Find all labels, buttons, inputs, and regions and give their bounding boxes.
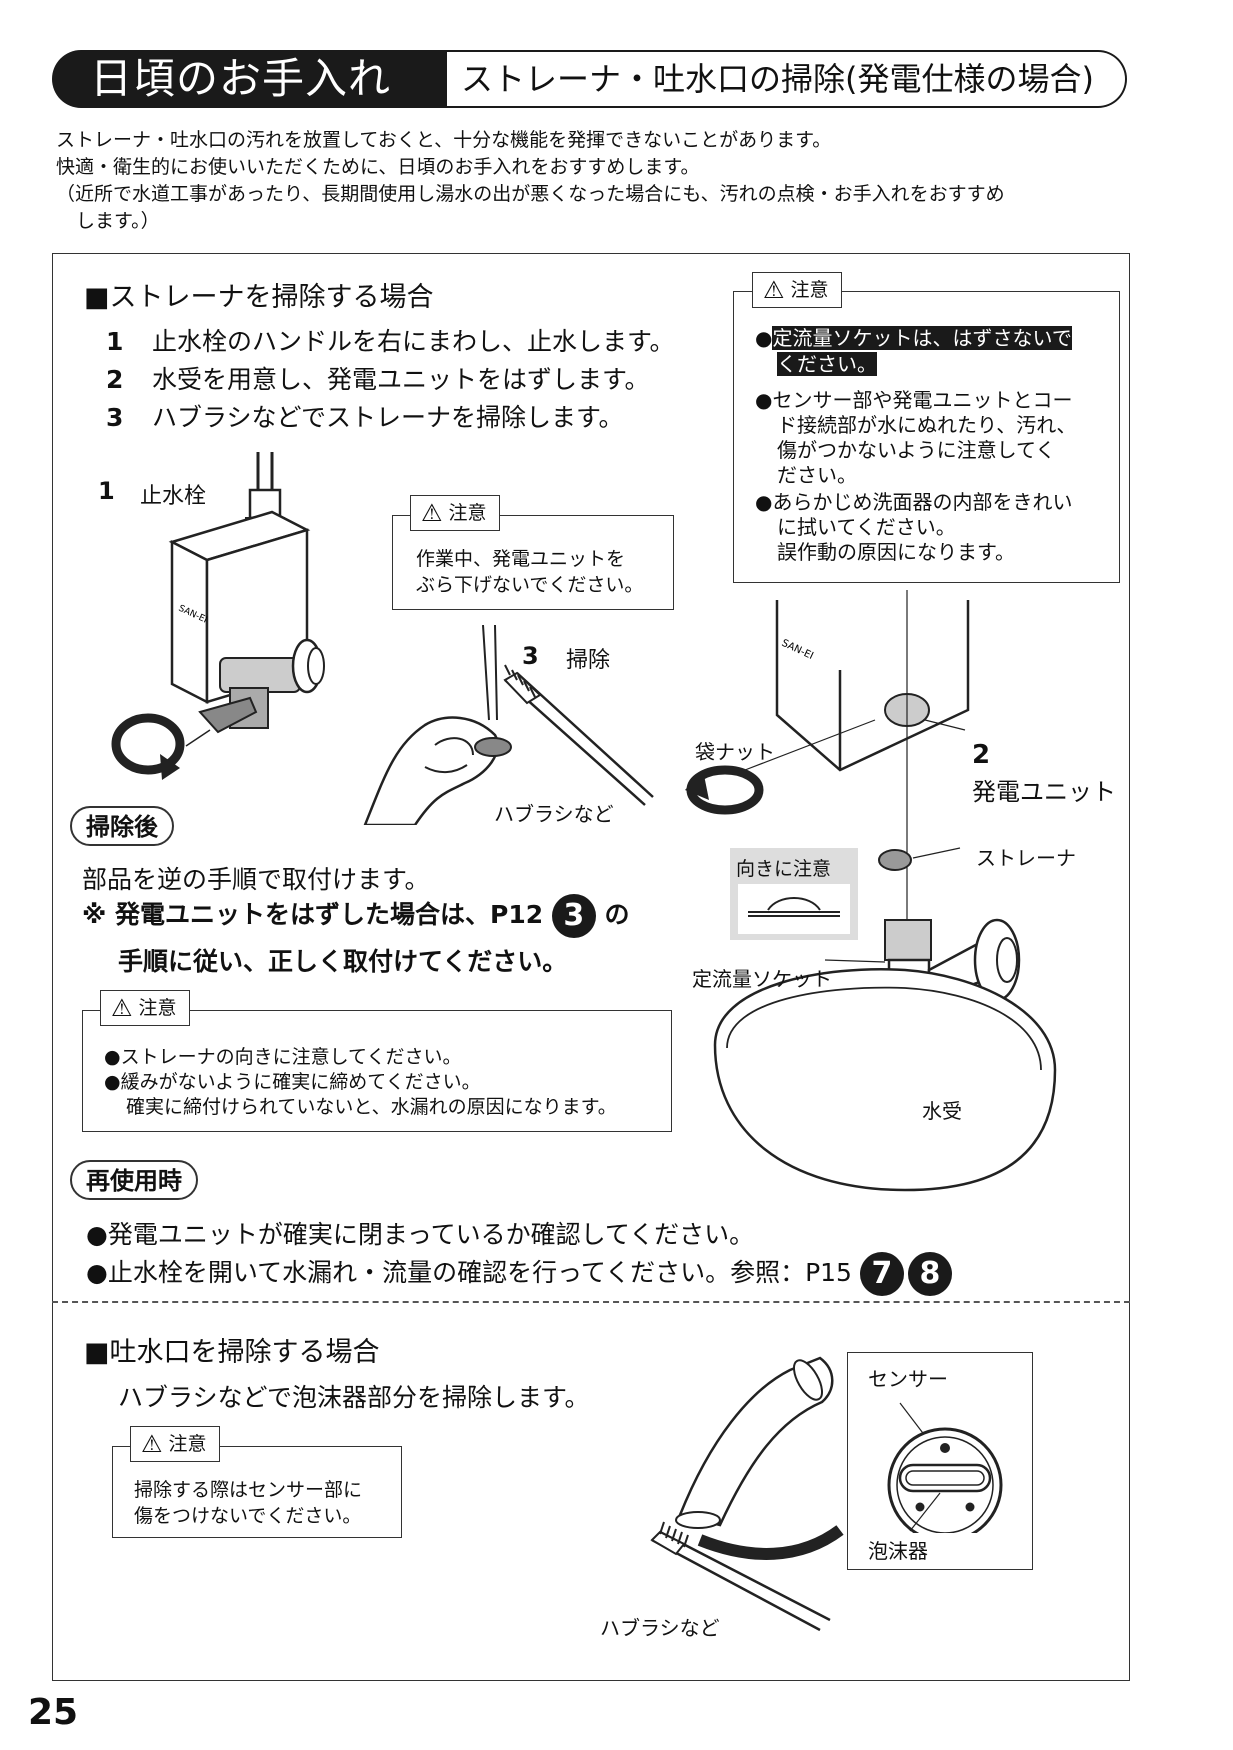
- after-line-3: 手順に従い、正しく取付けてください。: [118, 947, 568, 976]
- stop-valve-illustration: SAN-EI: [111, 452, 325, 780]
- step-text: 水受を用意し、発電ユニットをはずします。: [152, 365, 650, 394]
- caution-item-3-line-1: ●あらかじめ洗面器の内部をきれい: [755, 490, 1073, 514]
- spout-section-title: ■吐水口を掃除する場合: [84, 1337, 380, 1368]
- header-category-title: 日頃のお手入れ: [52, 50, 447, 108]
- caution-item-2-line-1: ●センサー部や発電ユニットとコー: [755, 388, 1073, 412]
- orientation-note-box: 向きに注意: [730, 848, 858, 940]
- step-text: ハブラシなどでストレーナを掃除します。: [152, 403, 624, 432]
- strainer-step-3: 3 ハブラシなどでストレーナを掃除します。: [106, 398, 624, 434]
- caution-item-1-cont: ください。: [777, 352, 877, 376]
- intro-line-1: ストレーナ・吐水口の汚れを放置しておくと、十分な機能を発揮できないことがあります…: [56, 129, 832, 151]
- spout-face-diagram: [887, 1402, 1003, 1533]
- caution-item-2-line-2: ド接続部が水にぬれたり、汚れ、: [777, 413, 1077, 437]
- header-section-title: ストレーナ・吐水口の掃除(発電仕様の場合): [445, 50, 1127, 108]
- basin-label: 水受: [922, 1099, 962, 1123]
- strainer-section-title: ■ストレーナを掃除する場合: [84, 282, 434, 313]
- generator-unit-label: 発電ユニット: [972, 778, 1116, 806]
- generator-unit-illustration: SAN-EI: [685, 590, 1057, 1192]
- caution-item-1: ●定流量ソケットは、はずさないで: [755, 326, 1072, 350]
- caution-tag: ⚠注意: [752, 272, 842, 308]
- figure3-label: 掃除: [566, 648, 611, 673]
- aerator-label: 泡沫器: [868, 1539, 928, 1563]
- caution-tag: ⚠注意: [100, 990, 190, 1026]
- after-line-1: 部品を逆の手順で取付けます。: [82, 865, 430, 894]
- nut-label: 袋ナット: [695, 740, 775, 764]
- after-cleaning-pill: 掃除後: [70, 806, 174, 846]
- content-frame: [52, 253, 1130, 1681]
- caution-after-line-2: ●緩みがないように確実に締めてください。: [104, 1071, 481, 1093]
- strainer-step-2: 2 水受を用意し、発電ユニットをはずします。: [106, 360, 650, 396]
- caution-tag: ⚠注意: [130, 1426, 220, 1462]
- after-line-2: ※ 発電ユニットをはずした場合は、P12 3 の: [82, 894, 630, 938]
- intro-line-3: （近所で水道工事があったり、長期間使用し湯水の出が悪くなった場合にも、汚れの点検…: [56, 183, 1005, 205]
- caution-after-line-1: ●ストレーナの向きに注意してください。: [104, 1046, 462, 1068]
- figure1-step-number: 1: [98, 477, 115, 505]
- spout-brush-label: ハブラシなど: [600, 1616, 720, 1640]
- warning-triangle-icon: ⚠: [111, 994, 133, 1022]
- orientation-label: 向きに注意: [736, 858, 832, 880]
- spout-detail-box: センサー 泡沫器: [847, 1352, 1033, 1570]
- intro-line-4: します。）: [76, 210, 160, 232]
- step-number: 1: [106, 327, 124, 356]
- strainer-cleaning-illustration: [363, 625, 654, 825]
- step-ref-badge: 8: [907, 1252, 952, 1296]
- caution-item-3-line-2: に拭いてください。: [777, 515, 956, 539]
- caution-item-3-line-3: 誤作動の原因になります。: [777, 540, 1015, 564]
- sensor-label: センサー: [868, 1367, 948, 1391]
- step-ref-badge: 7: [859, 1252, 904, 1296]
- warning-triangle-icon: ⚠: [763, 276, 785, 304]
- caution-spout-line-2: 傷をつけないでください。: [134, 1505, 362, 1527]
- caution-box-after: [82, 1010, 672, 1132]
- strainer-step-1: 1 止水栓のハンドルを右にまわし、止水します。: [106, 322, 675, 358]
- figure3-step-number: 3: [522, 642, 539, 670]
- figure3-brush-label: ハブラシなど: [494, 802, 614, 826]
- reuse-pill: 再使用時: [70, 1160, 198, 1200]
- step-number: 3: [106, 403, 124, 432]
- strainer-dome-icon: [738, 884, 850, 934]
- caution-box-spout: [112, 1446, 402, 1538]
- spout-illustration: [650, 1356, 844, 1632]
- step-ref-badge: 3: [551, 894, 596, 938]
- figure1-label: 止水栓: [140, 484, 207, 509]
- caution-item-2-line-3: 傷がつかないように注意してく: [777, 438, 1056, 462]
- page-number: 25: [28, 1692, 79, 1733]
- step-text: 止水栓のハンドルを右にまわし、止水します。: [152, 327, 675, 356]
- caution-tag: ⚠注意: [410, 495, 500, 531]
- strainer-label: ストレーナ: [976, 846, 1076, 870]
- caution-mid-line-1: 作業中、発電ユニットを: [416, 548, 626, 570]
- socket-label: 定流量ソケット: [692, 967, 832, 991]
- caution-spout-line-1: 掃除する際はセンサー部に: [134, 1479, 363, 1501]
- caution-after-line-3: 確実に締付けられていないと、水漏れの原因になります。: [126, 1096, 617, 1118]
- warning-triangle-icon: ⚠: [141, 1430, 163, 1458]
- warning-triangle-icon: ⚠: [421, 499, 443, 527]
- spout-instruction: ハブラシなどで泡沫器部分を掃除します。: [118, 1383, 590, 1412]
- caution-item-2-line-4: ださい。: [777, 463, 857, 487]
- intro-line-2: 快適・衛生的にお使いいただくために、日頃のお手入れをおすすめします。: [56, 156, 700, 178]
- caution-mid-line-2: ぶら下げないでください。: [416, 574, 644, 596]
- section-divider: [52, 1301, 1130, 1303]
- reuse-line-1: ●発電ユニットが確実に閉まっているか確認してください。: [86, 1220, 755, 1249]
- figure2-step-number: 2: [972, 740, 991, 770]
- step-number: 2: [106, 365, 124, 394]
